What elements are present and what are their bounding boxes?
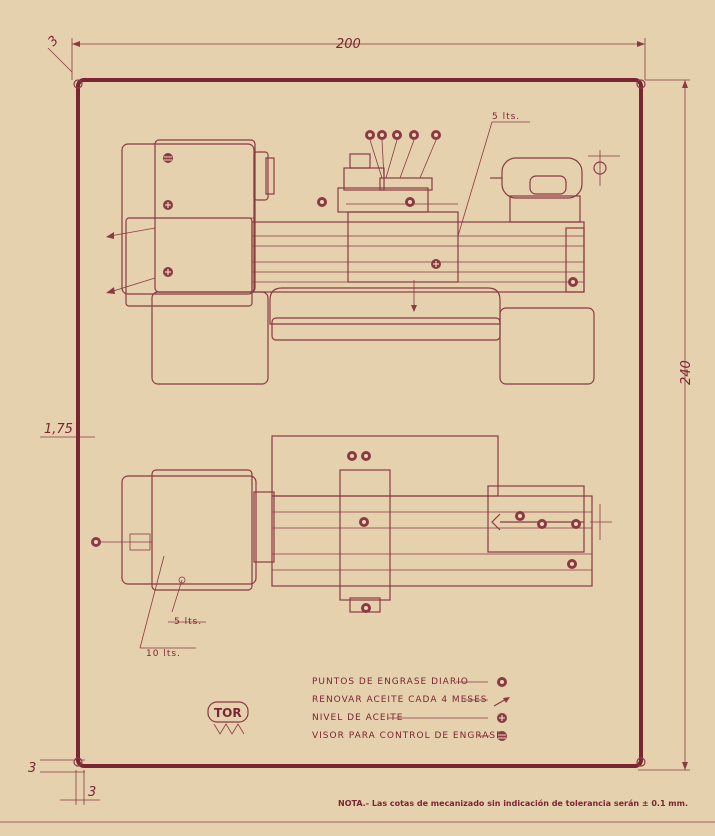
dim-width: 200	[336, 37, 361, 52]
oil-arrow-icon	[493, 697, 510, 707]
grease-point-icon	[497, 677, 507, 687]
sight-glass-icon	[163, 153, 173, 163]
dim-bottom-left: 3	[88, 785, 96, 800]
capacity-label-small: 5 lts.	[174, 617, 202, 627]
legend-item-daily-grease: PUNTOS DE ENGRASE DIARIO	[312, 677, 469, 687]
mounting-holes	[73, 79, 646, 767]
oil-level-icon	[163, 200, 441, 277]
dim-left-offset: 1,75	[44, 422, 73, 437]
plate-frame	[76, 78, 643, 768]
dimension-lines	[40, 38, 690, 805]
legend-item-sight-glass: VISOR PARA CONTROL DE ENGRASE	[312, 731, 503, 741]
dim-bottom: 3	[28, 761, 36, 776]
grease-point-icon	[317, 130, 578, 287]
lathe-top-view	[91, 435, 612, 649]
tolerance-note: NOTA.- Las cotas de mecanizado sin indic…	[338, 798, 688, 808]
lathe-front-view	[106, 121, 620, 385]
oil-level-icon	[497, 713, 507, 723]
tor-logo: TOR	[207, 701, 249, 735]
legend-item-renew-oil: RENOVAR ACEITE CADA 4 MESES	[312, 695, 488, 705]
dim-height: 240	[679, 360, 694, 385]
logo-text: TOR	[214, 706, 242, 720]
sight-glass-icon	[497, 731, 507, 741]
legend-item-oil-level: NIVEL DE ACEITE	[312, 713, 403, 723]
capacity-label-large: 10 lts.	[146, 649, 181, 659]
grease-point-icon	[91, 451, 581, 613]
capacity-label-top: 5 lts.	[492, 112, 520, 122]
legend: PUNTOS DE ENGRASE DIARIO RENOVAR ACEITE …	[312, 677, 510, 741]
